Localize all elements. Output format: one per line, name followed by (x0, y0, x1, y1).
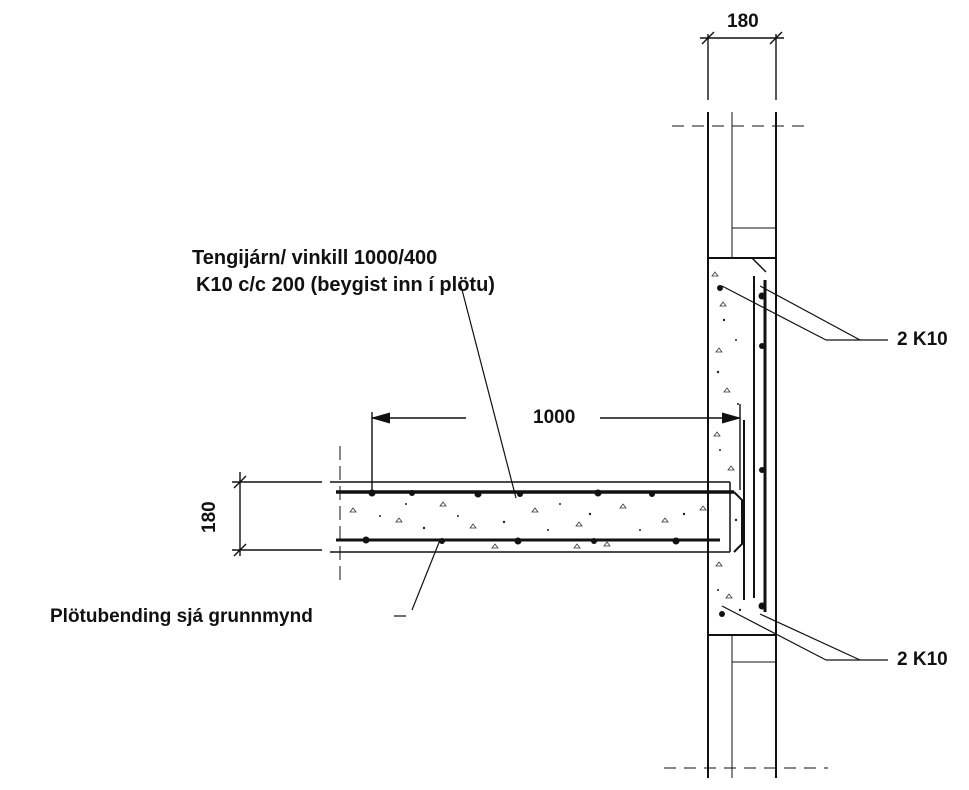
lower-wall (664, 635, 828, 778)
top-bars-label: 2 K10 (897, 329, 948, 350)
anchor-length-label: 1000 (531, 407, 578, 428)
connection-detail: K10 c/c 200 (beygist inn í plötu) (196, 274, 495, 296)
anchor-length-dimension (370, 404, 742, 490)
slab (330, 446, 731, 580)
concrete-wall-band (707, 257, 777, 636)
upper-wall (672, 112, 810, 475)
concrete-aggregate (349, 271, 735, 599)
leader-lines (394, 281, 888, 661)
bottom-bars-label: 2 K10 (897, 649, 948, 670)
slab-rebars (336, 490, 743, 553)
slab-thickness-dimension (232, 472, 322, 557)
wall-rebars (743, 276, 767, 612)
concrete-speckle-dots (379, 318, 742, 612)
wall-width-label: 180 (727, 11, 759, 32)
rebar-section-dots (362, 285, 766, 617)
slab-thickness-label: 180 (199, 501, 220, 533)
connection-title: Tengijárn/ vinkill 1000/400 (192, 247, 438, 269)
slab-bending-note: Plötubending sjá grunnmynd (50, 606, 313, 627)
wall-width-dimension (700, 31, 784, 100)
